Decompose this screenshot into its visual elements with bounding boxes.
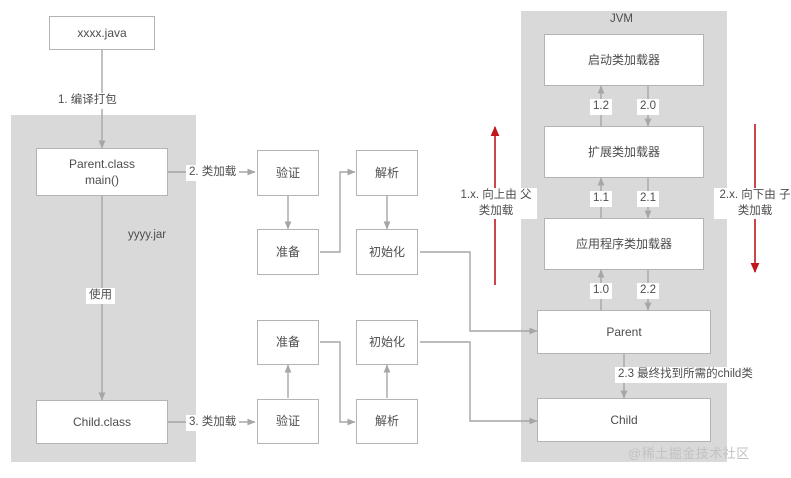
box-init-bottom-label: 初始化 — [368, 335, 405, 350]
box-bootstrap-loader-label: 启动类加载器 — [587, 52, 660, 67]
watermark: @稀土掘金技术社区 — [628, 446, 750, 461]
box-prepare-top[interactable]: 准备 — [257, 229, 319, 275]
box-source-file-label: xxxx.java — [77, 25, 127, 40]
box-application-loader[interactable]: 应用程序类加载器 — [544, 218, 704, 270]
box-prepare-bottom-label: 准备 — [275, 335, 300, 350]
jar-panel-label: yyyy.jar — [128, 228, 167, 244]
edge-label-2-0: 2.0 — [637, 99, 659, 115]
box-child-class-label: Child.class — [72, 414, 132, 429]
box-extension-loader[interactable]: 扩展类加载器 — [544, 126, 704, 178]
down-delegation-line2: 子类加载 — [737, 189, 791, 217]
edge-label-1-2: 1.2 — [590, 99, 612, 115]
box-application-loader-label: 应用程序类加载器 — [575, 236, 672, 251]
box-resolve-bottom[interactable]: 解析 — [356, 399, 418, 444]
box-prepare-bottom[interactable]: 准备 — [257, 320, 319, 365]
edge-label-found-child: 2.3 最终找到所需的child类 — [615, 367, 756, 383]
up-delegation-line2: 父类加载 — [478, 189, 532, 217]
jvm-panel-label: JVM — [610, 13, 633, 25]
edge-label-2-2: 2.2 — [637, 283, 659, 299]
box-resolve-bottom-label: 解析 — [374, 414, 399, 429]
edge-label-1-1: 1.1 — [590, 191, 612, 207]
box-init-top-label: 初始化 — [368, 244, 405, 259]
up-delegation-line1: 1.x. 向上由 — [460, 189, 517, 201]
box-parent-class-line2: main() — [84, 173, 119, 187]
box-init-bottom[interactable]: 初始化 — [356, 320, 418, 365]
box-parent[interactable]: Parent — [537, 310, 711, 354]
up-delegation-label: 1.x. 向上由 父类加载 — [455, 188, 537, 220]
edge-label-use: 使用 — [86, 288, 115, 304]
edge-label-compile-package: 1. 编译打包 — [55, 93, 120, 109]
box-parent-class[interactable]: Parent.class main() — [36, 148, 168, 196]
edge-label-class-load-2: 2. 类加载 — [186, 165, 240, 181]
box-child[interactable]: Child — [537, 398, 711, 442]
box-verify-bottom-label: 验证 — [275, 414, 300, 429]
box-child-label: Child — [610, 412, 638, 427]
box-resolve-top[interactable]: 解析 — [356, 150, 418, 196]
box-verify-top-label: 验证 — [275, 165, 300, 180]
box-parent-class-line1: Parent.class — [68, 156, 136, 171]
box-init-top[interactable]: 初始化 — [356, 229, 418, 275]
box-source-file[interactable]: xxxx.java — [49, 16, 155, 50]
box-extension-loader-label: 扩展类加载器 — [587, 144, 660, 159]
box-verify-bottom[interactable]: 验证 — [257, 399, 319, 444]
box-resolve-top-label: 解析 — [374, 165, 399, 180]
down-delegation-line1: 2.x. 向下由 — [719, 189, 776, 201]
box-child-class[interactable]: Child.class — [36, 400, 168, 444]
box-bootstrap-loader[interactable]: 启动类加载器 — [544, 34, 704, 86]
box-parent-label: Parent — [606, 324, 642, 339]
edge-label-2-1: 2.1 — [637, 191, 659, 207]
down-delegation-label: 2.x. 向下由 子类加载 — [714, 188, 791, 220]
edge-label-1-0: 1.0 — [590, 283, 612, 299]
box-prepare-top-label: 准备 — [275, 244, 300, 259]
box-verify-top[interactable]: 验证 — [257, 150, 319, 196]
edge-label-class-load-3: 3. 类加载 — [186, 415, 240, 431]
